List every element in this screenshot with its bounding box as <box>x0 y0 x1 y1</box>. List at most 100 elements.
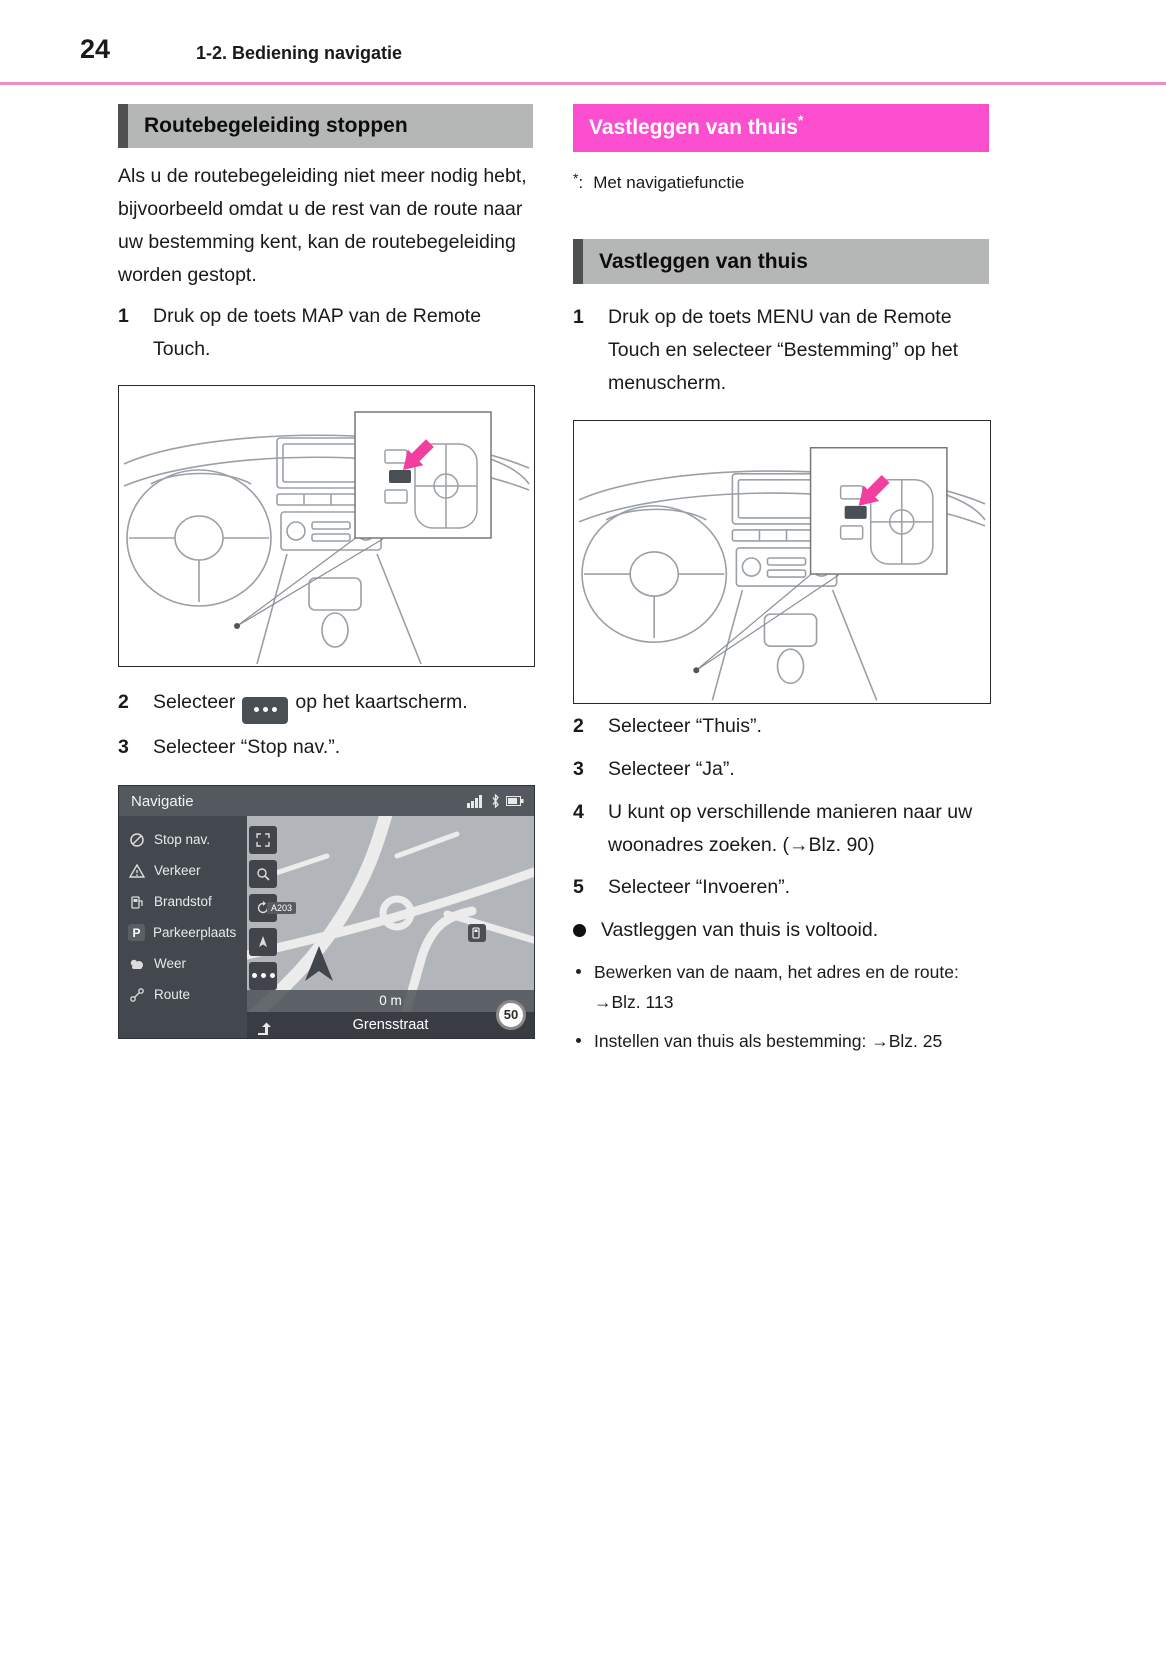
bluetooth-icon <box>492 794 499 808</box>
left-section-heading-text: Routebegeleiding stoppen <box>144 114 408 137</box>
step-number: 4 <box>573 801 584 823</box>
orientation-button-icon <box>249 928 277 956</box>
step-4-right: 4 U kunt op verschillende manieren naar … <box>573 796 989 862</box>
menu-item-verkeer: Verkeer <box>119 855 247 886</box>
nav-status-icons <box>467 794 534 808</box>
footnote-text: Met navigatiefunctie <box>593 173 745 192</box>
battery-icon <box>506 796 524 806</box>
heading-accent-bar <box>118 104 128 148</box>
street-name-bar: Grensstraat <box>247 1012 534 1038</box>
step-text: Druk op de toets MENU van de Remote Touc… <box>608 306 959 394</box>
traffic-warning-icon <box>128 862 146 880</box>
map-tool-strip <box>249 826 279 996</box>
pink-pointer-arrow <box>403 439 434 470</box>
menu-item-parkeerplaats: P Parkeerplaats <box>119 917 247 948</box>
step-3-left: 3 Selecteer “Stop nav.”. <box>118 731 533 764</box>
result-text: Vastleggen van thuis is voltooid. <box>601 919 879 941</box>
fuel-icon <box>128 893 146 911</box>
step-number: 1 <box>118 305 129 327</box>
right-main-heading-text: Vastleggen van thuis <box>589 116 798 139</box>
menu-item-label: Route <box>154 987 191 1002</box>
small-bullet-icon <box>576 1038 581 1043</box>
nav-menu-panel: Stop nav. Verkeer Brandstof P Parkeerpla… <box>119 816 247 1038</box>
footnote-separator: : <box>578 173 584 192</box>
distance-value: 0 m <box>379 993 402 1008</box>
step-text: Selecteer “Invoeren”. <box>608 876 791 898</box>
left-section-heading: Routebegeleiding stoppen <box>118 104 533 148</box>
speed-limit-sign: 50 <box>496 1000 526 1030</box>
step-text: Selecteer “Ja”. <box>608 758 735 780</box>
dot <box>253 707 259 713</box>
step-2-right: 2 Selecteer “Thuis”. <box>573 710 989 743</box>
parking-glyph: P <box>132 925 141 940</box>
step-number: 3 <box>118 736 129 758</box>
magnified-inset <box>354 411 492 539</box>
step-number: 5 <box>573 876 584 898</box>
dashboard-line-art <box>123 411 530 665</box>
step-5-right: 5 Selecteer “Invoeren”. <box>573 871 989 904</box>
street-name: Grensstraat <box>352 1017 429 1033</box>
parking-icon: P <box>128 924 145 941</box>
heading-accent-bar <box>573 239 583 284</box>
step-text-after: op het kaartscherm. <box>295 691 468 713</box>
menu-item-label: Verkeer <box>154 863 201 878</box>
small-bullet-icon <box>576 969 581 974</box>
menu-item-label: Brandstof <box>154 894 212 909</box>
step-text: Druk op de toets MAP van de Remote Touch… <box>153 305 482 360</box>
dot <box>251 973 257 979</box>
signal-strength-icon <box>467 795 482 808</box>
menu-item-route: Route <box>119 979 247 1010</box>
navigation-screen-screenshot: Navigatie Stop nav. Verkeer Brandstof P … <box>118 785 535 1039</box>
step-number: 2 <box>573 715 584 737</box>
step-text-before: Selecteer <box>153 691 236 713</box>
menu-item-weer: Weer <box>119 948 247 979</box>
step-text: Selecteer “Thuis”. <box>608 715 762 737</box>
menu-hard-button <box>844 505 867 519</box>
stop-nav-icon <box>128 831 146 849</box>
step-2-left: 2 Selecteer op het kaartscherm. <box>118 686 533 724</box>
menu-item-label: Stop nav. <box>154 832 211 847</box>
menu-item-label: Weer <box>154 956 187 971</box>
heading-asterisk: * <box>797 112 804 128</box>
note-edit: Bewerken van de naam, het adres en de ro… <box>573 957 977 1017</box>
footnote-star: * <box>573 170 579 186</box>
nav-top-bar: Navigatie <box>119 786 534 816</box>
lane-arrow-icon <box>257 1018 273 1038</box>
step-number: 2 <box>118 691 129 713</box>
step-number: 3 <box>573 758 584 780</box>
intro-paragraph: Als u de routebegeleiding niet meer nodi… <box>118 165 527 286</box>
nav-map-area: A203 0 m Grensstraat 50 <box>247 816 534 1038</box>
menu-item-label: Parkeerplaats <box>153 925 237 940</box>
note-text: Instellen van thuis als bestemming: →Blz… <box>594 1031 943 1051</box>
note-text: Bewerken van de naam, het adres en de ro… <box>594 962 959 1012</box>
current-position-arrow <box>305 946 333 981</box>
more-options-button-icon <box>242 697 289 724</box>
right-main-heading: Vastleggen van thuis* <box>573 104 989 152</box>
dashboard-line-art <box>578 446 986 701</box>
distance-bar: 0 m <box>247 990 534 1012</box>
weather-icon <box>128 955 146 973</box>
pointer-target-dot <box>693 667 700 674</box>
more-options-button-icon <box>249 962 277 990</box>
step-1-left: 1 Druk op de toets MAP van de Remote Tou… <box>118 300 533 366</box>
page-number: 24 <box>80 34 111 64</box>
magnified-inset <box>809 446 948 575</box>
menu-item-stop-nav: Stop nav. <box>119 824 247 855</box>
pink-pointer-arrow <box>858 474 890 506</box>
step-text: U kunt op verschillende manieren naar uw… <box>608 801 973 856</box>
header-rule <box>0 82 1166 85</box>
dashboard-illustration-map-button <box>118 385 535 667</box>
map-hard-button <box>389 470 411 483</box>
route-icon <box>128 986 146 1004</box>
step-1-right: 1 Druk op de toets MENU van de Remote To… <box>573 301 989 400</box>
search-button-icon <box>249 860 277 888</box>
step-text: Selecteer op het kaartscherm. <box>118 686 533 724</box>
footnote: *: Met navigatiefunctie <box>573 170 744 196</box>
dot <box>271 707 277 713</box>
right-sub-heading-text: Vastleggen van thuis <box>599 249 808 273</box>
step-number: 1 <box>573 306 584 328</box>
dot <box>269 973 275 979</box>
pointer-target-dot <box>234 623 240 629</box>
fuel-station-poi-icon <box>468 924 486 942</box>
rotate-map-button-icon <box>249 894 277 922</box>
